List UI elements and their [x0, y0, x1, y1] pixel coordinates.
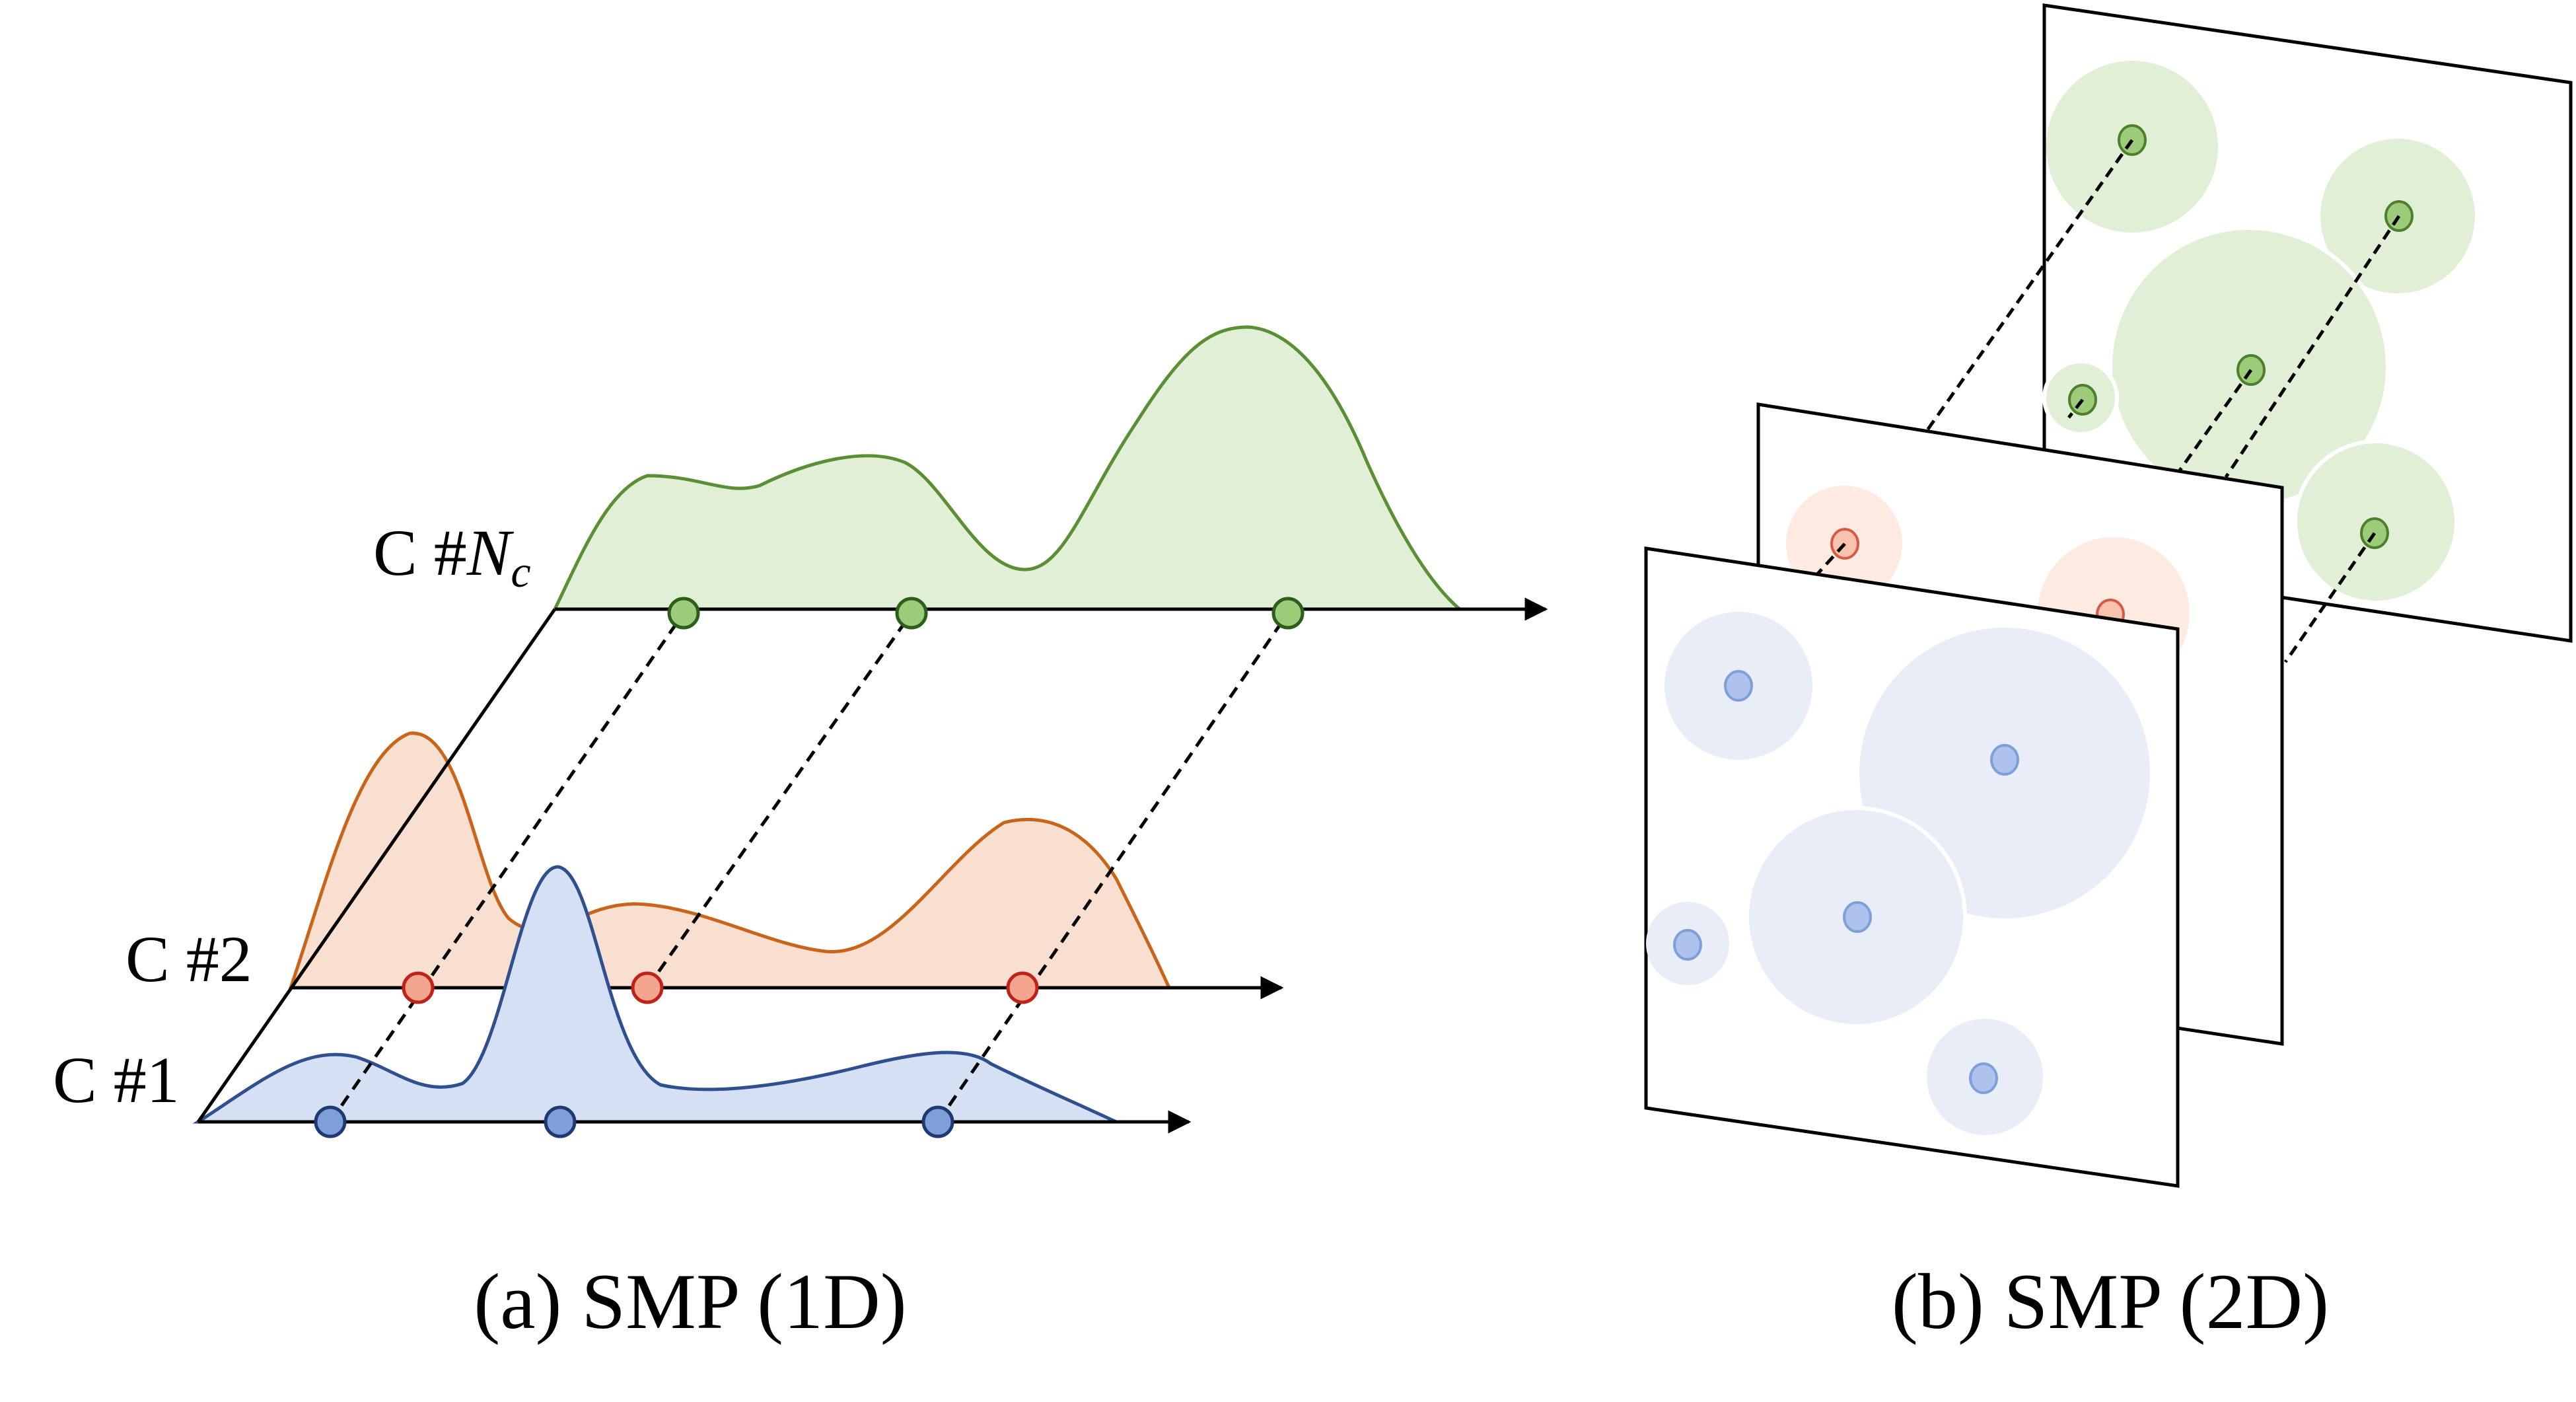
sample-point — [1006, 971, 1039, 1004]
sample-point — [544, 1105, 577, 1138]
channel-1-distribution — [192, 865, 1118, 1124]
panel-b-caption: (b) SMP (2D) — [1892, 1257, 2329, 1345]
sample-point — [631, 971, 664, 1004]
dashed-link — [328, 612, 686, 1123]
sample-point — [667, 597, 700, 630]
sample-point — [1969, 1062, 1998, 1094]
channel-nc-label: C #Nc — [373, 516, 531, 597]
plane-channel-1 — [1644, 546, 2180, 1188]
sample-point — [921, 1105, 954, 1138]
dashed-link — [2067, 398, 2084, 419]
channel-depth-axis — [196, 608, 557, 1123]
channel-nc-distribution — [552, 325, 1464, 611]
channel-2-sample-points — [402, 971, 1039, 1004]
dashed-link — [645, 612, 913, 989]
channel-1-label: C #1 — [53, 1043, 180, 1117]
sample-point — [1673, 929, 1702, 961]
channel-nc-sample-points — [667, 597, 1305, 630]
sample-point — [402, 971, 435, 1004]
dashed-link — [2283, 532, 2377, 663]
panel-a-smp-1d: C #Nc C #2 C #1 (a) SMP (1D) — [53, 325, 1548, 1345]
dashed-link — [2224, 215, 2401, 478]
panel-a-caption: (a) SMP (1D) — [474, 1257, 907, 1345]
sample-correspondence-lines — [328, 612, 1290, 1123]
channel-nc-label-sub: c — [511, 546, 530, 597]
sample-point — [1843, 901, 1872, 933]
channel-nc-label-prefix: C # — [373, 516, 467, 589]
dashed-link — [2178, 369, 2253, 472]
sample-point — [1990, 744, 2019, 776]
channel-2-label: C #2 — [125, 922, 252, 996]
channel-2-distribution — [288, 731, 1172, 990]
channel-nc-density-curve — [552, 325, 1464, 611]
sample-point — [1724, 670, 1753, 702]
sample-point — [895, 597, 928, 630]
dashed-link — [1923, 139, 2134, 434]
channel-1-sample-points — [314, 1105, 954, 1138]
panel-b-smp-2d: (b) SMP (2D) — [1644, 3, 2573, 1345]
links-nc-to-2 — [1923, 139, 2401, 663]
channel-1-density-curve — [192, 865, 1118, 1124]
dashed-link — [936, 612, 1290, 1123]
sample-point — [314, 1105, 347, 1138]
channel-nc-label-italic: N — [466, 516, 515, 589]
channel-2-density-curve — [288, 731, 1172, 990]
plane-channel-1-points — [1673, 670, 2019, 1094]
sample-point — [1271, 597, 1305, 630]
